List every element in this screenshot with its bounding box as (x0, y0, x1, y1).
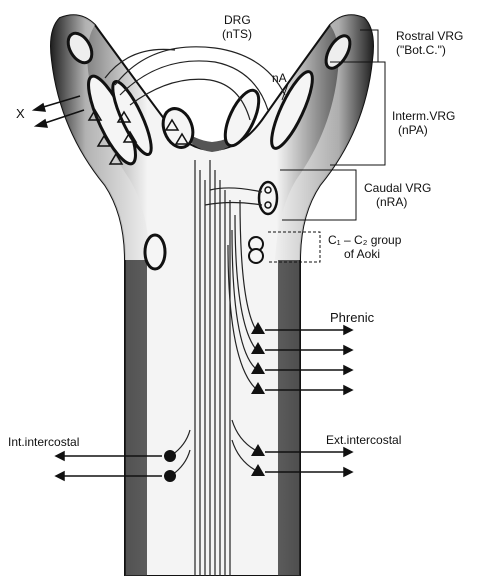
c1c2-group-label-line1: C₁ – C₂ group (328, 233, 402, 247)
cord-left-edge (125, 260, 147, 576)
rostral-vrg-label-line1: Rostral VRG (396, 29, 463, 43)
phrenic-label: Phrenic (330, 310, 375, 325)
ext-intercostal-label: Ext.intercostal (326, 433, 401, 447)
interm-vrg-label-line2: (nPA) (398, 123, 428, 137)
int-intercostal-motor-neuron (164, 450, 176, 462)
cord-right-edge (278, 260, 300, 576)
rostral-vrg-label-line2: ("Bot.C.") (396, 43, 446, 57)
drg-label-line1: DRG (224, 13, 251, 27)
int-intercostal-label: Int.intercostal (8, 435, 79, 449)
x-nerve-label: X (16, 106, 25, 121)
left-cord-oval (145, 235, 165, 269)
interm-vrg-label-line1: Interm.VRG (392, 109, 455, 123)
na-label: nA (272, 71, 287, 85)
caudal-vrg-label-line1: Caudal VRG (364, 181, 431, 195)
caudal-vrg-label-line2: (nRA) (376, 195, 407, 209)
c1c2-group-label-line2: of Aoki (344, 247, 380, 261)
drg-label-line2: (nTS) (222, 27, 252, 41)
c1c2-group-cell (249, 249, 263, 263)
int-intercostal-motor-neuron (164, 470, 176, 482)
